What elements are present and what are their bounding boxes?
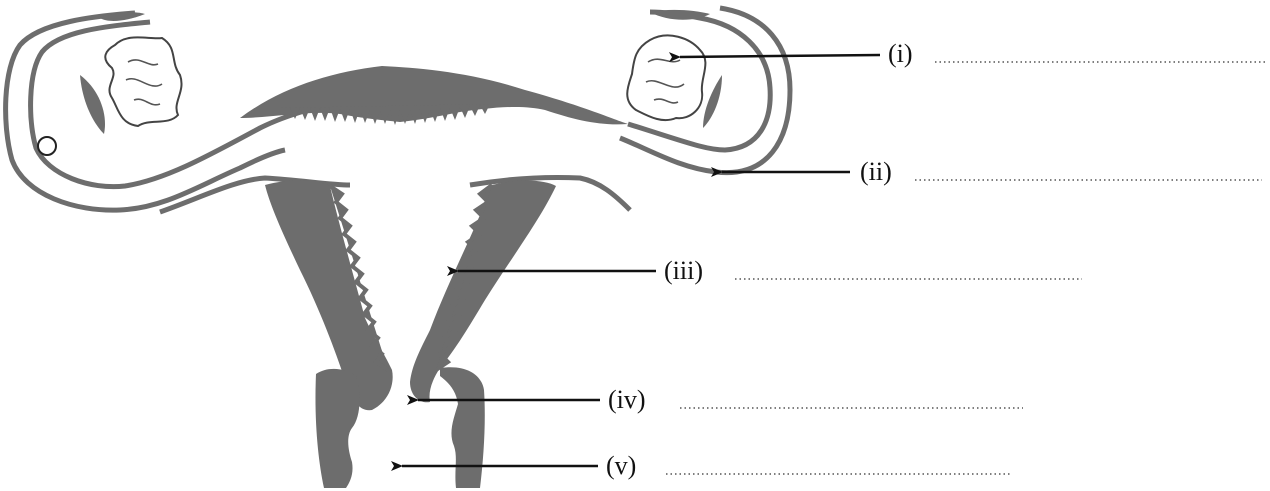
label-i: (i) (888, 39, 913, 68)
uterus-body (160, 177, 630, 212)
right-ovary (627, 35, 705, 120)
label-v: (v) (606, 451, 636, 480)
uterine-wall (240, 66, 628, 125)
left-ovary (105, 37, 181, 126)
pointer-i (680, 55, 880, 57)
left-cervical-wall (265, 181, 393, 488)
label-iii: (iii) (664, 256, 703, 285)
ovum-icon (38, 137, 56, 155)
label-iv: (iv) (608, 385, 646, 414)
label-ii: (ii) (860, 157, 892, 186)
right-cervical-wall (410, 181, 556, 488)
answer-lines (666, 62, 1265, 474)
